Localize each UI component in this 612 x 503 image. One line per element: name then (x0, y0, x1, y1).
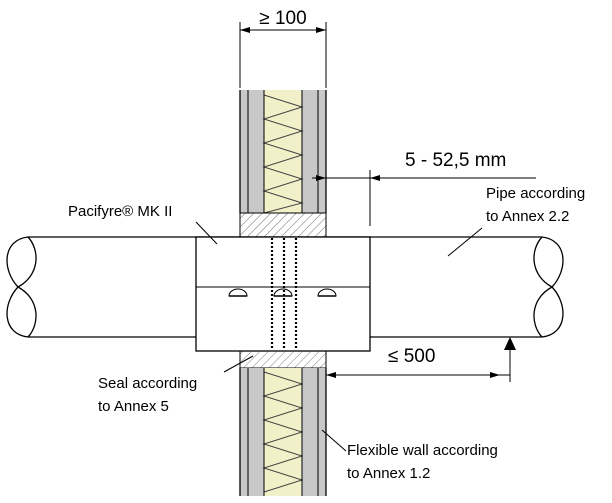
collar-fixing-tab (228, 288, 248, 297)
label-pipe-line1: Pipe according (486, 185, 585, 202)
collar-fixing-tab (317, 288, 337, 297)
dimension-support-distance: ≤ 500 (326, 337, 516, 382)
label-seal-line1: Seal according (98, 375, 197, 392)
label-pipe-line2: to Annex 2.2 (486, 208, 569, 225)
leader-collar (195, 221, 218, 245)
arrowhead (370, 175, 380, 181)
support-marker (504, 337, 516, 350)
leader-pipe (447, 227, 483, 257)
arrowhead (326, 372, 336, 378)
wall-thickness-label: ≥ 100 (259, 8, 306, 29)
insulation-lower (264, 368, 302, 496)
label-seal-line2: to Annex 5 (98, 398, 169, 415)
annular-gap-label: 5 - 52,5 mm (405, 150, 506, 171)
wall-board-right-upper (302, 90, 326, 213)
pipe-break-left-inner (16, 236, 37, 338)
arrowhead (240, 27, 250, 33)
wall-upper (239, 90, 327, 214)
collar-fixing-tab (273, 288, 293, 297)
label-wall-line1: Flexible wall according (347, 442, 498, 459)
label-wall-line2: to Annex 1.2 (347, 465, 430, 482)
support-distance-label: ≤ 500 (388, 346, 435, 367)
wall-board-left-lower (240, 368, 264, 496)
wall-board-left-upper (240, 90, 264, 213)
dimension-wall-thickness: ≥ 100 (239, 8, 327, 88)
seal-upper (239, 212, 327, 238)
arrowhead (316, 27, 326, 33)
seal-lower (239, 350, 327, 369)
leader-seal (223, 355, 254, 373)
wall-lower (239, 368, 327, 496)
dimension-annular-gap: 5 - 52,5 mm (312, 150, 536, 226)
arrowhead (490, 372, 500, 378)
leader-wall (321, 429, 347, 452)
collar-pacifyre (195, 236, 371, 352)
pipe-break-right-inner (533, 236, 554, 338)
label-collar: Pacifyre® MK II (68, 203, 172, 220)
arrowhead (316, 175, 326, 181)
wall-board-right-lower (302, 368, 326, 496)
